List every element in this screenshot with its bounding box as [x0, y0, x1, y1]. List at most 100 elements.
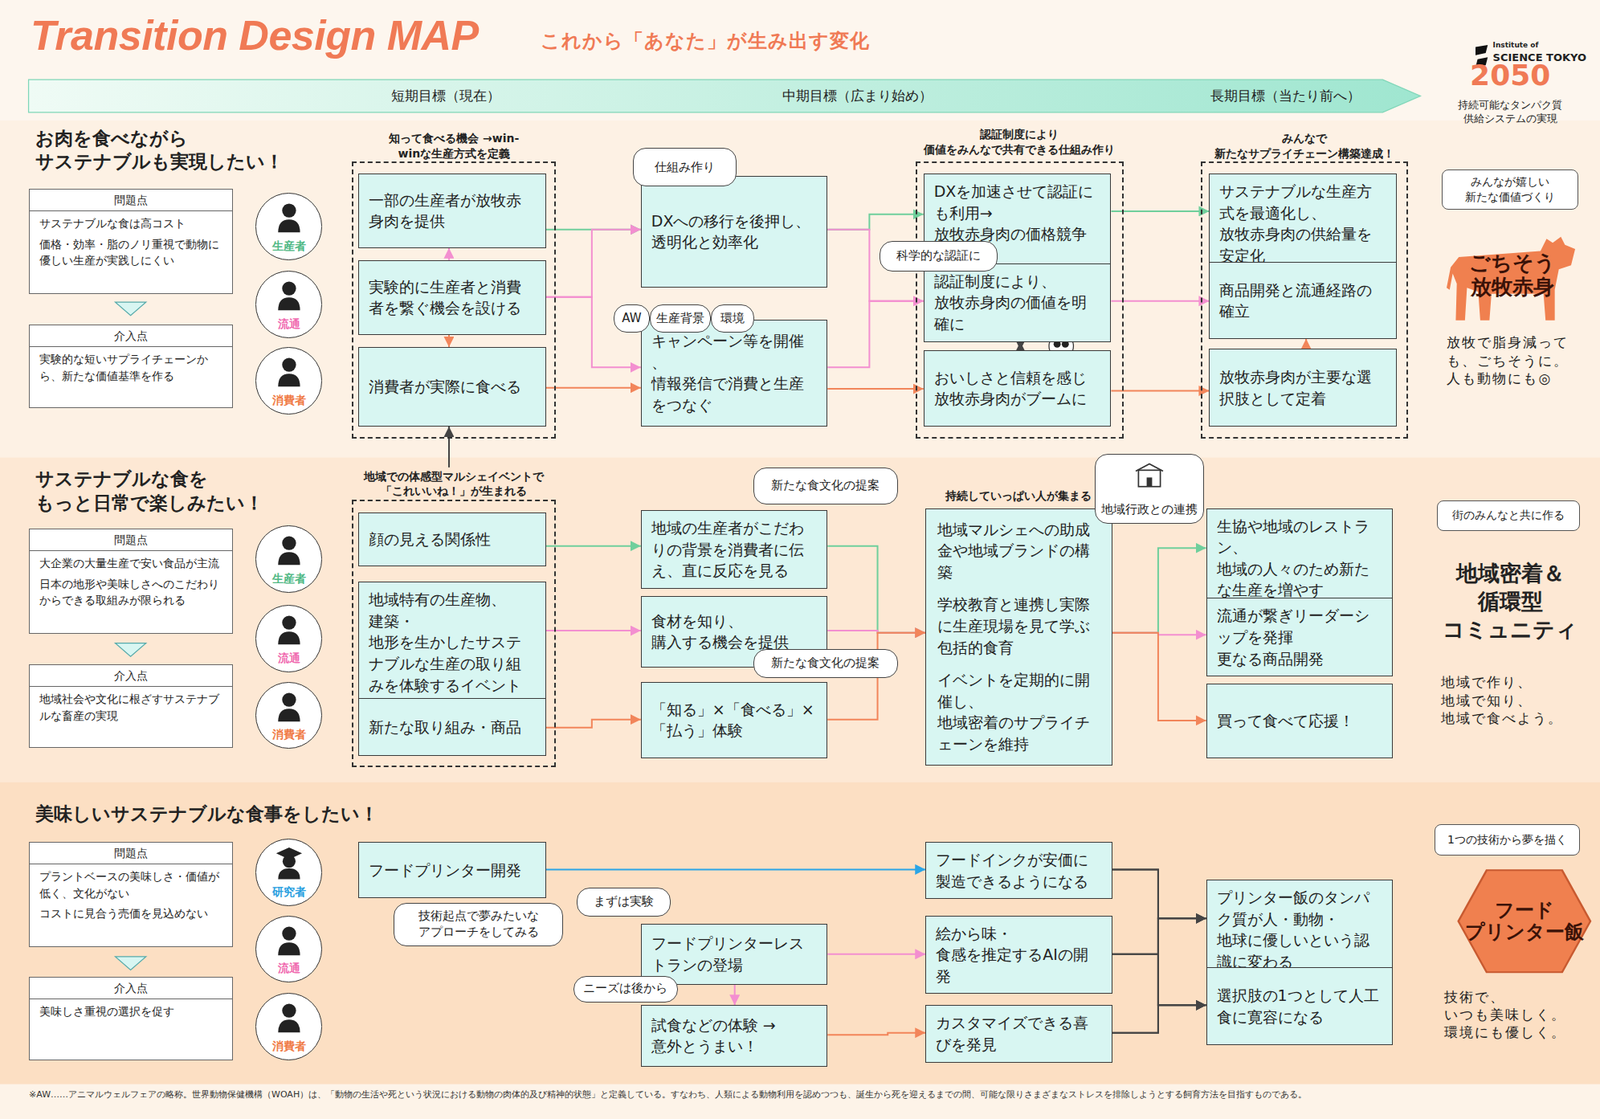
box-text: 地域特有の生産物、建築・地形を生かしたサステナブルな生産の取り組みを体験するイベ… — [368, 588, 536, 696]
panel-node: 介入点地域社会や文化に根ざすサステナブルな畜産の実現 — [28, 664, 233, 748]
box-heading: 持続していっぱい人が集まる — [917, 483, 1120, 508]
panel-node: 介入点実験的な短いサプライチェーンから、新たな価値基準を作る — [28, 324, 233, 409]
box-text: 消費者が実際に食べる — [368, 375, 536, 398]
label: 地域で作り、 地域で知り、 地域で食べよう。 — [1440, 673, 1586, 727]
panel-text: コストに見合う売価を見込めない — [29, 901, 233, 922]
group-heading: 認証制度により 価値をみんなで共有できる仕組み作り — [907, 122, 1132, 161]
bubble-text: 環境 — [720, 310, 745, 327]
bubble-node: 科学的な認証に — [879, 240, 998, 272]
decor — [281, 692, 296, 707]
actor-node: 流通 — [255, 270, 323, 339]
box-node: 買って食べて応援！ — [1206, 683, 1393, 759]
row-band — [0, 457, 1600, 782]
box-text: カスタマイズできる喜びを発見 — [935, 1012, 1102, 1055]
connector — [546, 229, 641, 298]
actor-node: 消費者 — [255, 992, 323, 1061]
bubble-node: ニーズは後から — [573, 975, 678, 1003]
panel-text: 美味しさ重視の選択を促す — [29, 999, 233, 1020]
box-frame: 地域マルシェへの助成金や地域ブランドの構築学校教育と連携し実際に生産現場を見て学… — [925, 508, 1112, 766]
panel-heading: 介入点 — [29, 325, 233, 347]
box-text: 「知る」×「食べる」×「払う」体験 — [651, 698, 817, 742]
decor — [277, 373, 300, 387]
connector — [1305, 338, 1307, 350]
connector — [546, 387, 641, 389]
connector — [827, 301, 923, 368]
connector — [827, 387, 923, 390]
label: 持続可能なタンパク質 供給システムの実現 — [1433, 98, 1588, 127]
decor — [277, 551, 300, 565]
tag-text: 街のみんなと共に作る — [1452, 507, 1565, 523]
box-node: 「知る」×「食べる」×「払う」体験 — [640, 681, 828, 759]
box-node: キャンペーン等を開催、情報発信で消費と生産をつなぐ — [640, 319, 828, 427]
tag-node: 1つの技術から夢を描く — [1434, 824, 1580, 855]
connector — [827, 1032, 926, 1036]
box-node: フードインクが安価に製造できるようになる — [925, 841, 1112, 899]
box-text: 絵から味・食感を推定するAIの開発 — [935, 922, 1102, 988]
connector — [546, 629, 641, 632]
panel-node: 問題点プラントベースの美味しさ・価値が低く、文化がないコストに見合う売価を見込め… — [28, 841, 233, 947]
label: 短期目標（現在） — [343, 86, 548, 105]
decor — [277, 1019, 300, 1033]
cow-node: ごちそう 放牧赤身 — [1446, 226, 1578, 325]
panel-heading: 問題点 — [29, 189, 233, 212]
connector — [448, 248, 450, 261]
connector — [448, 334, 450, 347]
connector — [1112, 869, 1207, 919]
box-node: 流通が繋ぎリーダーシップを発揮 更なる商品開発 — [1206, 597, 1393, 677]
box-node: プリンター飯のタンパク質が人・動物・地球に優しいという認識に変わる — [1206, 879, 1393, 980]
row-band — [0, 120, 1600, 458]
group-node: みんなで 新たなサプライチェーン構築達成！サステナブルな生産方式を最適化し、放牧… — [1200, 130, 1409, 440]
label: お肉を食べながら サステナブルも実現したい！ — [35, 126, 311, 176]
box-text: 顔の見える関係性 — [368, 528, 536, 551]
box-node: 実験的に生産者と消費者を繋ぐ機会を設ける — [358, 260, 547, 335]
panel-text: 地域社会や文化に根ざすサステナブルな畜産の実現 — [29, 686, 233, 724]
box-text: 食材を知り、購入する機会を提供 — [651, 610, 817, 654]
connector — [1112, 869, 1207, 1005]
actor-label: 研究者 — [256, 885, 323, 900]
box-text: 学校教育と連携し実際に生産現場を見て学ぶ包括的食育 — [937, 593, 1100, 658]
bubble-text: 科学的な認証に — [896, 248, 981, 265]
label: 地域密着＆ 循環型 コミュニティ — [1433, 559, 1588, 644]
panel-text: 実験的な短いサプライチェーンから、新たな価値基準を作る — [29, 346, 233, 384]
bubble-text: 新たな食文化の提案 — [771, 477, 880, 494]
actor-label: 流通 — [256, 651, 323, 666]
bubble-node: 環境 — [710, 304, 754, 334]
box-node: 商品開発と流通経路の確立 — [1208, 261, 1397, 339]
bubble-text: 地域行政との連携 — [1101, 502, 1198, 519]
connector — [1019, 342, 1021, 351]
box-node: DXへの移行を後押し、透明化と効率化 — [640, 175, 828, 289]
box-text: フードプリンター開発 — [368, 859, 536, 882]
connector — [546, 719, 641, 728]
box-text: 放牧赤身肉が主要な選択肢として定着 — [1219, 366, 1387, 409]
connector — [827, 953, 926, 956]
actor-node: 生産者 — [255, 525, 323, 593]
bubble-node: AW — [613, 304, 651, 334]
building-icon — [1130, 461, 1168, 489]
label: 放牧で脂身減っても、ごちそうに。人も動物にも◎ — [1446, 333, 1582, 387]
box-text: 地域マルシェへの助成金や地域ブランドの構築 — [937, 518, 1100, 584]
connector — [1112, 547, 1207, 633]
actor-node: 流通 — [255, 604, 323, 673]
box-text: おいしさと信頼を感じ放牧赤身肉がブームに — [934, 367, 1102, 410]
box-node: 生協や地域のレストラン、地域の人々のため新たな生産を増やす — [1206, 508, 1393, 609]
actor-label: 流通 — [256, 961, 323, 976]
actor-node: 消費者 — [255, 681, 323, 750]
box-text: 商品開発と流通経路の確立 — [1219, 279, 1387, 323]
box-text: 認証制度により、放牧赤身肉の価値を明確に — [934, 270, 1102, 335]
box-node: 選択肢の1つとして人工食に寛容になる — [1206, 967, 1393, 1045]
bubble-text: 仕組み作り — [654, 159, 715, 176]
box-text: 実験的に生産者と消費者を繋ぐ機会を設ける — [368, 276, 536, 319]
bubble-node: 新たな食文化の提案 — [753, 648, 898, 678]
connector — [448, 426, 450, 468]
panel-text: サステナブルな食は高コスト — [29, 211, 233, 232]
box-node: 顔の見える関係性 — [358, 512, 547, 567]
decor — [281, 854, 295, 868]
cow-text: ごちそう 放牧赤身 — [1446, 251, 1578, 300]
decor — [281, 536, 296, 551]
decor — [281, 926, 296, 940]
group-heading: 知って食べる機会 →win-winな生産方式を定義 — [343, 130, 564, 162]
box-text: フードインクが安価に製造できるようになる — [935, 848, 1102, 892]
label: 美味しいサステナブルな食事をしたい！ — [35, 802, 546, 827]
